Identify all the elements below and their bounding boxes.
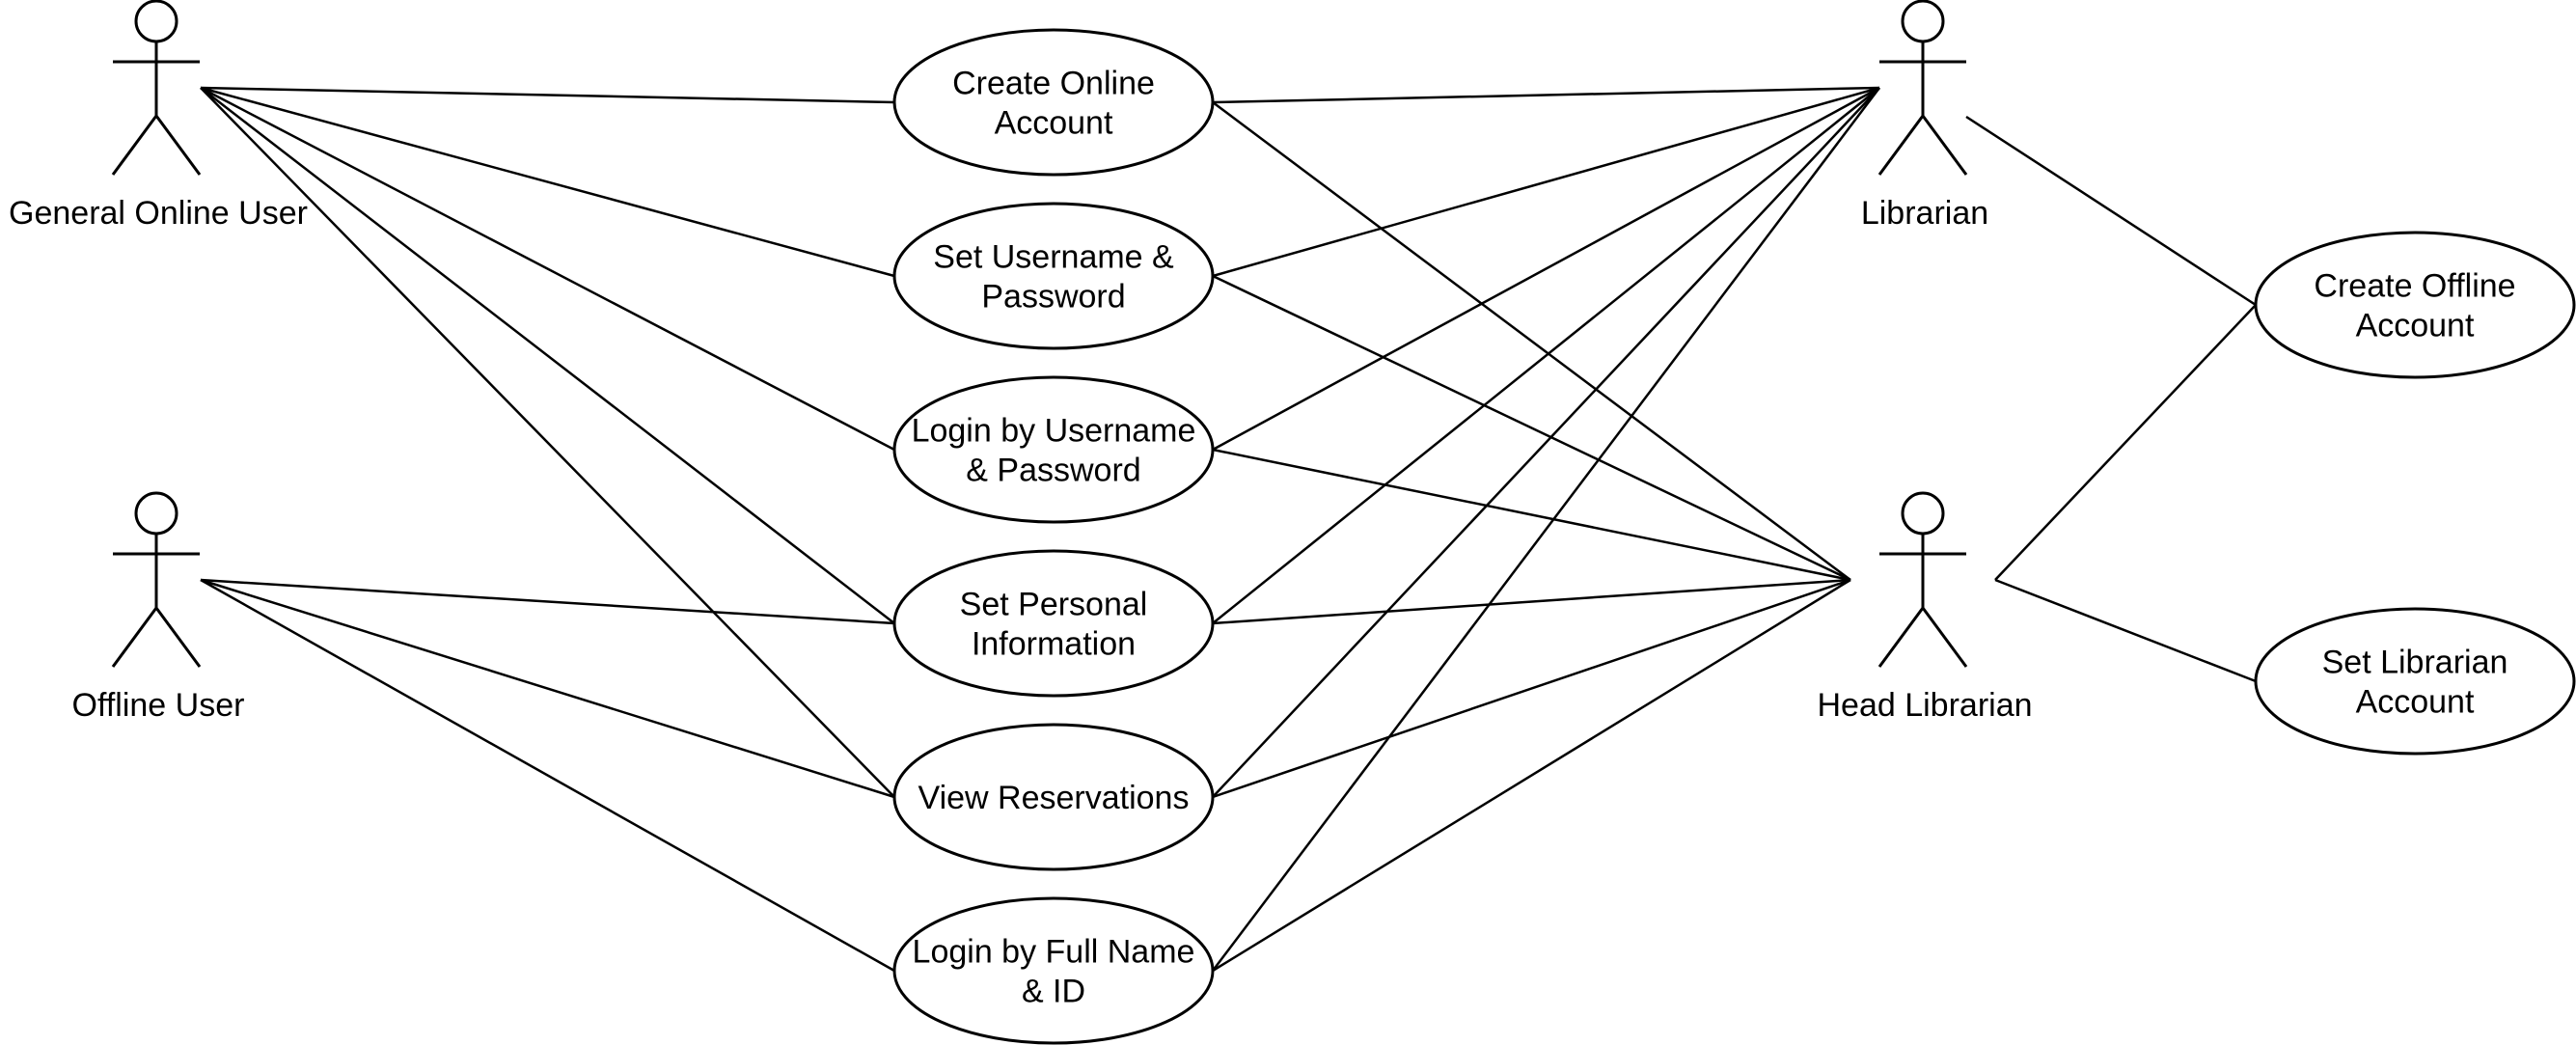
actor-label: General Online User	[9, 195, 308, 232]
actor-librarian[interactable]: Librarian	[1861, 0, 1988, 232]
association-general-online-user-to-set-username-password	[200, 86, 895, 278]
association-head-librarian-to-login-full-name-id	[1212, 578, 1851, 973]
association-offline-user-to-login-full-name-id	[200, 578, 895, 973]
use-case-label-line: Password	[981, 279, 1125, 316]
association-general-online-user-to-set-personal-information	[200, 87, 895, 624]
use-case-ellipse	[2254, 231, 2576, 379]
association-librarian-to-login-username-password	[1212, 86, 1880, 452]
use-case-ellipse	[892, 28, 1215, 177]
actor-label: Librarian	[1861, 195, 1988, 232]
actor-label: Offline User	[72, 687, 245, 724]
actor-left-leg	[1877, 607, 1925, 668]
actor-head	[134, 0, 178, 43]
association-offline-user-to-set-personal-information	[200, 578, 895, 625]
actor-left-leg	[1877, 115, 1925, 176]
use-case-ellipse	[892, 202, 1215, 350]
actor-right-leg	[154, 115, 202, 176]
actor-offline-user[interactable]: Offline User	[72, 491, 245, 724]
actor-head	[1901, 491, 1945, 536]
use-case-label-line: Account	[2356, 684, 2475, 721]
use-case-label-line: Login by Username	[912, 413, 1196, 450]
association-general-online-user-to-view-reservations	[200, 87, 895, 798]
use-case-label-line: Set Personal	[960, 587, 1148, 623]
use-case-ellipse	[892, 723, 1215, 871]
association-head-librarian-to-set-username-password	[1212, 274, 1851, 582]
use-case-label-line: Create Online	[952, 66, 1155, 102]
use-case-login-full-name-id[interactable]: Login by Full Name& ID	[892, 896, 1215, 1045]
use-case-label-line: Login by Full Name	[913, 934, 1195, 971]
use-case-set-username-password[interactable]: Set Username &Password	[892, 202, 1215, 350]
association-librarian-to-set-username-password	[1212, 86, 1880, 278]
actor-head	[134, 491, 178, 536]
use-case-view-reservations[interactable]: View Reservations	[892, 723, 1215, 871]
use-case-label-line: Account	[2356, 308, 2475, 344]
actor-left-leg	[111, 115, 158, 176]
association-lines	[200, 86, 2257, 973]
actor-right-leg	[1921, 607, 1968, 668]
use-case-ellipse	[892, 375, 1215, 524]
association-head-librarian-to-set-librarian-account	[1994, 578, 2257, 683]
use-case-label-line: View Reservations	[918, 780, 1190, 816]
association-head-librarian-to-create-online-account	[1212, 100, 1851, 582]
association-librarian-to-view-reservations	[1212, 87, 1880, 798]
actor-right-leg	[1921, 115, 1968, 176]
use-case-label-line: & Password	[966, 453, 1140, 489]
use-case-label-line: Set Librarian	[2322, 645, 2508, 681]
actor-general-online-user[interactable]: General Online User	[9, 0, 308, 232]
use-case-ellipse	[892, 549, 1215, 698]
association-general-online-user-to-login-username-password	[200, 86, 895, 452]
use-case-ellipse	[2254, 607, 2576, 756]
association-librarian-to-login-full-name-id	[1212, 87, 1880, 972]
association-general-online-user-to-create-online-account	[200, 86, 895, 104]
actor-head-librarian[interactable]: Head Librarian	[1817, 491, 2033, 724]
actor-right-leg	[154, 607, 202, 668]
use-case-label-line: Set Username &	[933, 239, 1174, 276]
association-head-librarian-to-login-username-password	[1212, 448, 1851, 582]
association-head-librarian-to-create-offline-account	[1994, 304, 2257, 581]
use-case-label-line: & ID	[1022, 974, 1085, 1010]
use-case-login-username-password[interactable]: Login by Username& Password	[892, 375, 1215, 524]
actor-label: Head Librarian	[1817, 687, 2032, 724]
association-head-librarian-to-set-personal-information	[1212, 578, 1851, 625]
actor-head	[1901, 0, 1945, 43]
association-librarian-to-create-online-account	[1212, 86, 1880, 104]
use-case-label-line: Create Offline	[2314, 268, 2515, 305]
association-librarian-to-set-personal-information	[1212, 87, 1880, 624]
association-offline-user-to-view-reservations	[200, 578, 895, 799]
use-case-ellipse	[892, 896, 1215, 1045]
use-case-label-line: Information	[972, 626, 1136, 663]
actor-left-leg	[111, 607, 158, 668]
association-head-librarian-to-view-reservations	[1212, 578, 1851, 799]
use-case-label-line: Account	[995, 105, 1113, 142]
association-librarian-to-create-offline-account	[1965, 115, 2257, 307]
